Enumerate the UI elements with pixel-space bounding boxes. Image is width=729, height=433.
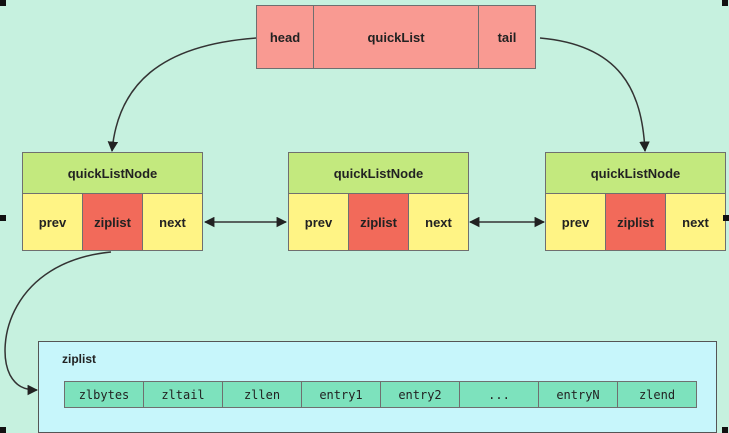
tail-to-node3-arrow [539,37,650,153]
head-to-node1-arrow [107,37,257,153]
quicklist-title: quickList [313,5,479,69]
node1-next: next [142,193,203,251]
ziplist-entry-entryN: entryN [538,381,618,408]
ziplist-entry-ellipsis: ... [459,381,539,408]
node1-prev: prev [22,193,83,251]
corner-marker-bottom-left [0,427,6,433]
ziplist-entry-zlend: zlend [617,381,697,408]
ziplist-entry-zltail: zltail [143,381,223,408]
node3-prev: prev [545,193,606,251]
ziplist-entry-zllen: zllen [222,381,302,408]
corner-marker-top-left [0,0,6,6]
corner-marker-bottom-right [722,427,728,433]
quicklist-tail-field: tail [478,5,536,69]
node3-ziplist: ziplist [605,193,666,251]
node1-ziplist: ziplist [82,193,143,251]
quicklist-head-field: head [256,5,314,69]
node2-title: quickListNode [288,152,469,194]
corner-marker-mid-right [723,215,729,221]
corner-marker-mid-left [0,215,6,221]
ziplist-pointer-arrow [4,251,112,396]
node3-next: next [665,193,726,251]
node2-next: next [408,193,469,251]
ziplist-panel-title: ziplist [62,352,97,366]
node3-title: quickListNode [545,152,726,194]
node2-prev: prev [288,193,349,251]
corner-marker-top-right [722,0,728,6]
ziplist-entry-zlbytes: zlbytes [64,381,144,408]
ziplist-entry-entry2: entry2 [380,381,460,408]
node1-title: quickListNode [22,152,203,194]
ziplist-entry-entry1: entry1 [301,381,381,408]
node2-ziplist: ziplist [348,193,409,251]
